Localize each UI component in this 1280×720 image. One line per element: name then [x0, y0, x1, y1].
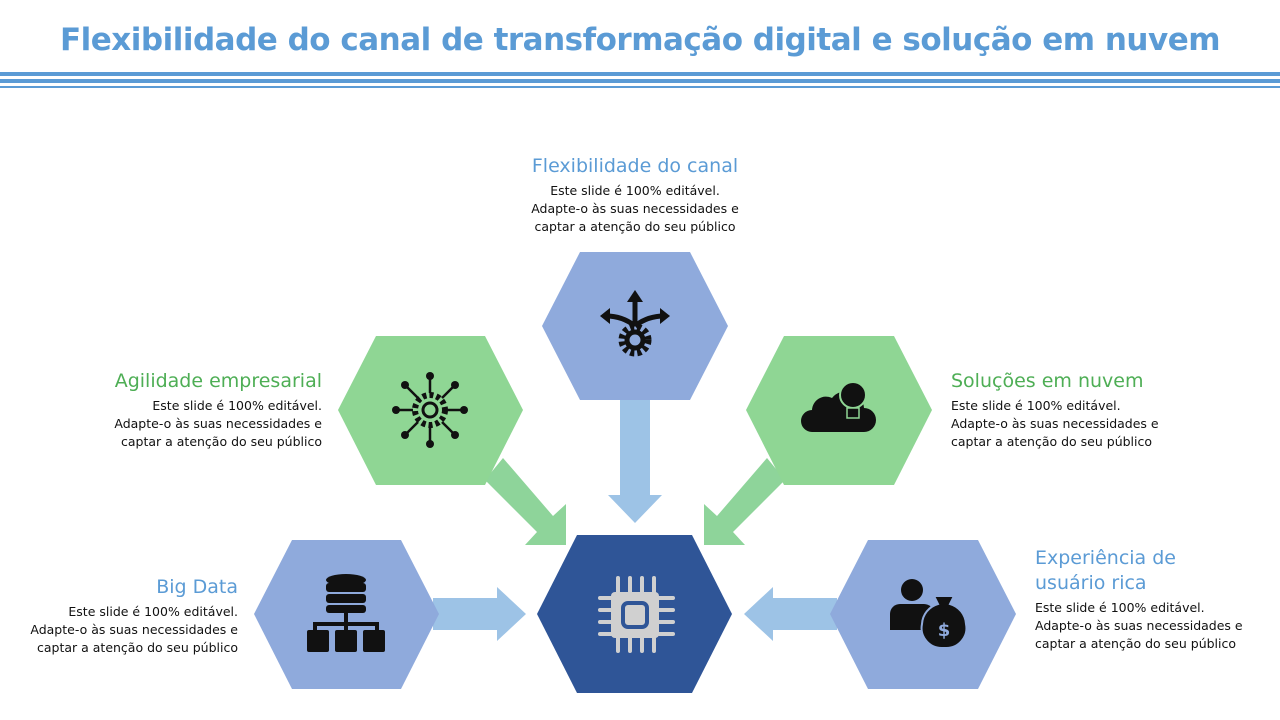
divider	[0, 79, 1280, 83]
heading: Agilidade empresarial	[114, 370, 322, 392]
svg-text:$: $	[938, 620, 951, 641]
body-line: Adapte-o às suas necessidades e	[531, 201, 739, 216]
body-line: Este slide é 100% editável.	[68, 604, 238, 619]
arrow-diagonal-left	[485, 458, 566, 545]
text-block-experiencia: Experiência de usuário rica Este slide é…	[1035, 546, 1275, 653]
body-line: captar a atenção do seu público	[120, 434, 322, 449]
body-line: Adapte-o às suas necessidades e	[1035, 618, 1243, 633]
heading: usuário rica	[1035, 572, 1147, 594]
database-hierarchy-icon	[307, 574, 385, 652]
divider	[0, 72, 1280, 76]
arrow-down	[608, 400, 662, 523]
arrow-diagonal-right	[704, 458, 785, 545]
body-line: captar a atenção do seu público	[951, 434, 1153, 449]
arrow-right	[433, 587, 526, 641]
hexagon-agilidade	[338, 336, 523, 485]
arrow-left	[744, 587, 837, 641]
text-block-flexibilidade: Flexibilidade do canal Este slide é 100%…	[485, 154, 785, 236]
cloud-lightbulb-icon	[801, 381, 876, 432]
page-title: Flexibilidade do canal de transformação …	[59, 22, 1221, 58]
body-line: Este slide é 100% editável.	[550, 183, 720, 198]
body-line: Adapte-o às suas necessidades e	[114, 416, 322, 431]
network-gear-icon	[392, 372, 468, 448]
heading: Experiência de	[1035, 547, 1176, 569]
branching-gear-icon	[600, 290, 670, 357]
heading: Flexibilidade do canal	[531, 155, 739, 177]
body-line: Adapte-o às suas necessidades e	[951, 416, 1159, 431]
heading: Big Data	[156, 576, 238, 598]
body-line: Este slide é 100% editável.	[152, 398, 322, 413]
body-line: Este slide é 100% editável.	[951, 398, 1121, 413]
heading: Soluções em nuvem	[951, 370, 1144, 392]
text-block-big-data: Big Data Este slide é 100% editável. Ada…	[0, 575, 238, 657]
text-block-agilidade: Agilidade empresarial Este slide é 100% …	[22, 369, 322, 451]
text-block-solucoes: Soluções em nuvem Este slide é 100% edit…	[951, 369, 1251, 451]
body-line: captar a atenção do seu público	[534, 219, 736, 234]
body-line: captar a atenção do seu público	[1035, 636, 1237, 651]
body-line: captar a atenção do seu público	[36, 640, 238, 655]
divider	[0, 86, 1280, 88]
body-line: Adapte-o às suas necessidades e	[30, 622, 238, 637]
body-line: Este slide é 100% editável.	[1035, 600, 1205, 615]
processor-chip-icon	[598, 576, 675, 653]
user-money-bag-icon: $	[890, 579, 968, 650]
